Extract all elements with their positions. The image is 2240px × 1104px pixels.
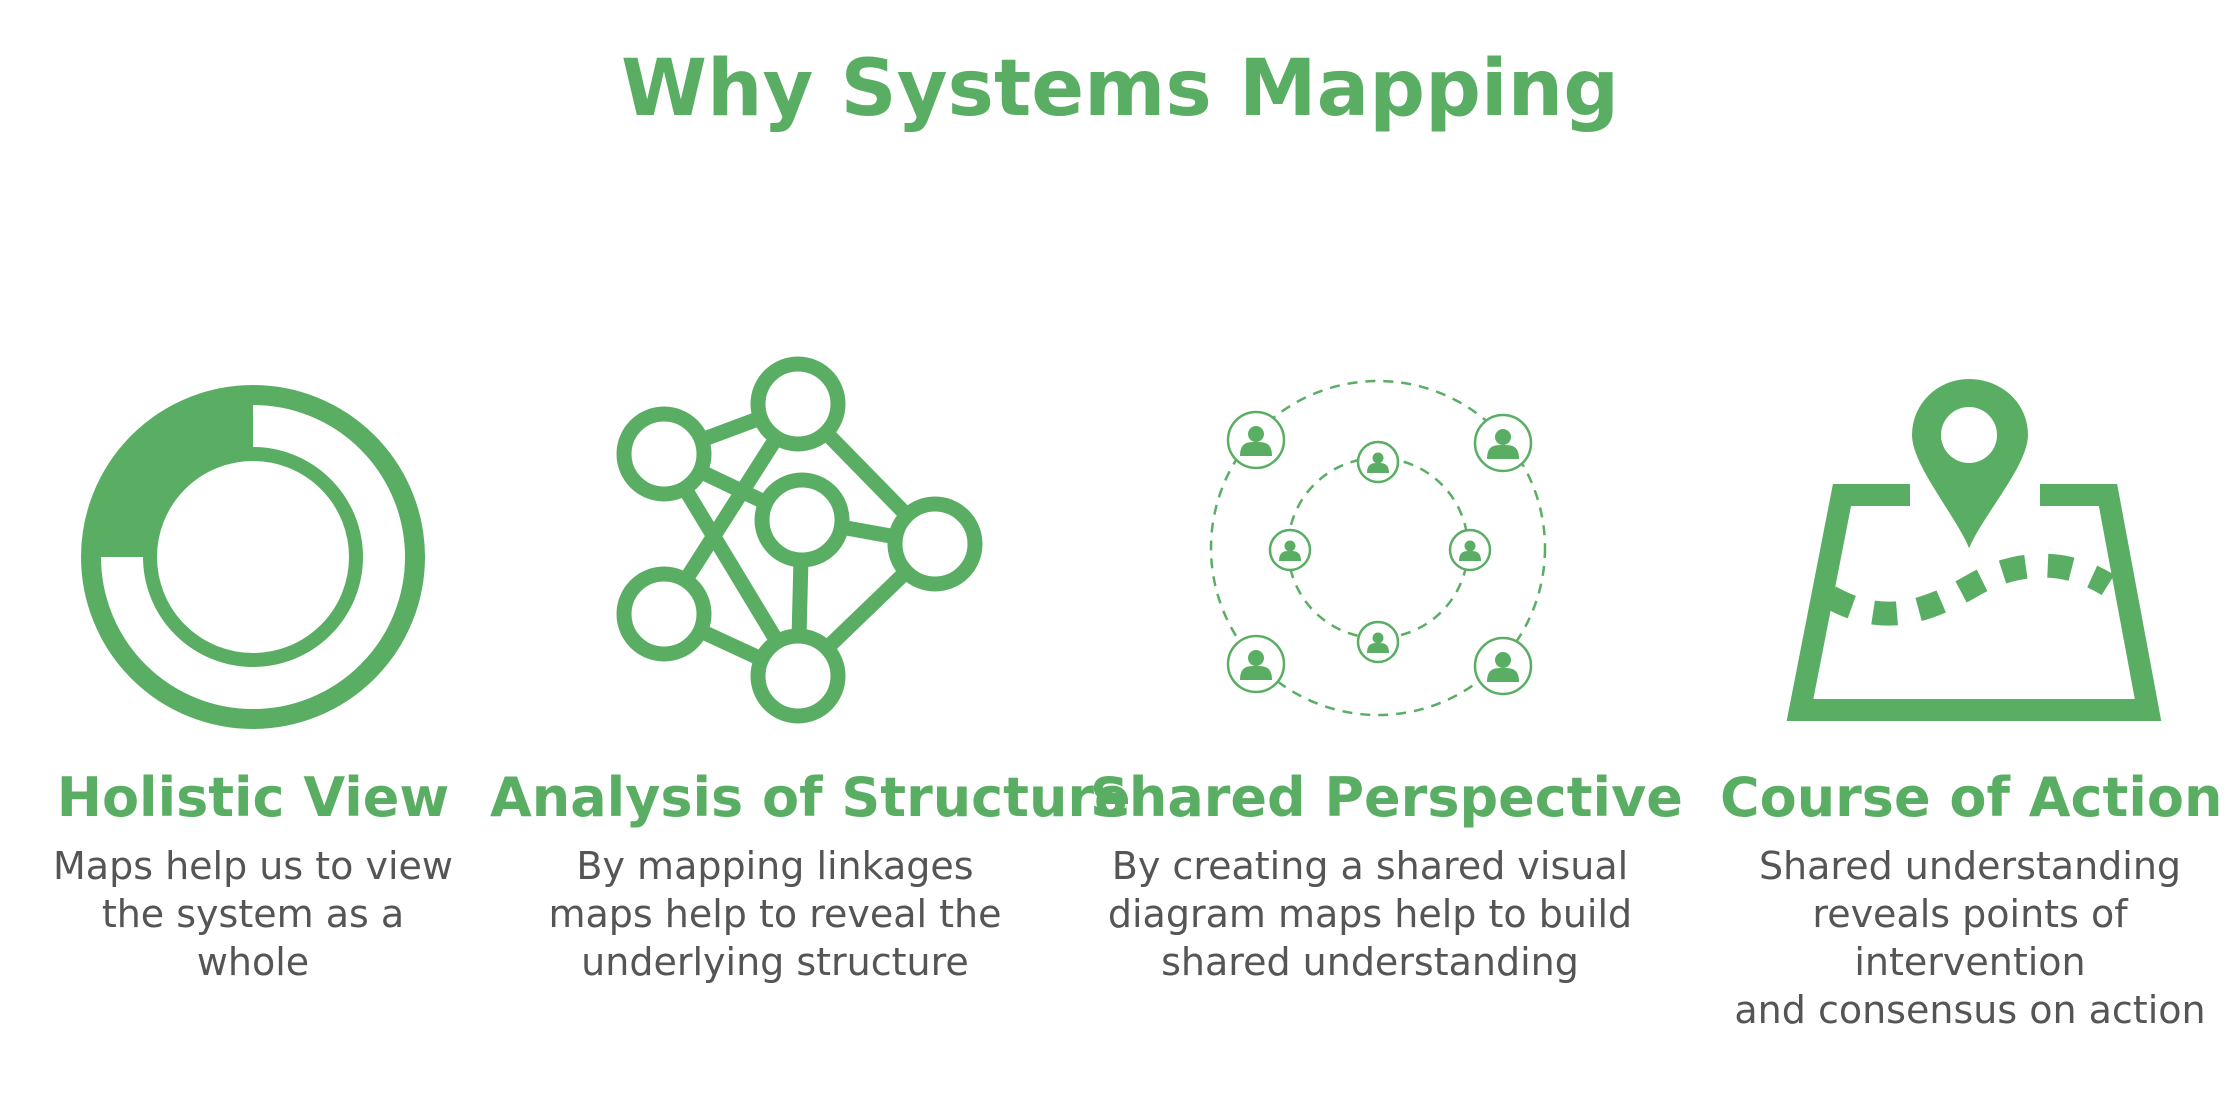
card-title-holistic-view: Holistic View <box>56 766 450 829</box>
description-line: maps help to reveal the <box>548 892 1002 936</box>
card-title-analysis-of-structure: Analysis of Structure <box>490 766 1131 829</box>
map-pin-icon <box>1770 365 2180 725</box>
card-description-holistic-view: Maps help us to view the system as a who… <box>0 842 506 986</box>
description-line: By creating a shared visual <box>1111 844 1629 888</box>
description-line: intervention <box>1854 940 2086 984</box>
description-line: whole <box>196 940 310 984</box>
description-line: reveals points of <box>1812 892 2128 936</box>
description-line: the system as a <box>101 892 405 936</box>
description-line: By mapping linkages <box>576 844 974 888</box>
card-description-analysis-of-structure: By mapping linkages maps help to reveal … <box>490 842 1060 986</box>
description-line: shared understanding <box>1161 940 1579 984</box>
description-line: diagram maps help to build <box>1107 892 1633 936</box>
description-line: Shared understanding <box>1758 844 2182 888</box>
description-line: and consensus on action <box>1734 988 2206 1032</box>
card-description-shared-perspective: By creating a shared visual diagram maps… <box>1090 842 1650 986</box>
page-title: Why Systems Mapping <box>620 44 1620 134</box>
card-title-course-of-action: Course of Action <box>1720 766 2223 829</box>
description-line: underlying structure <box>581 940 969 984</box>
people-circle-icon <box>1200 379 1560 740</box>
card-description-course-of-action: Shared understanding reveals points of i… <box>1720 842 2220 1034</box>
description-line: Maps help us to view <box>53 844 453 888</box>
holistic-ring-icon <box>78 382 428 732</box>
network-nodes-icon <box>610 350 990 730</box>
card-title-shared-perspective: Shared Perspective <box>1090 766 1683 829</box>
